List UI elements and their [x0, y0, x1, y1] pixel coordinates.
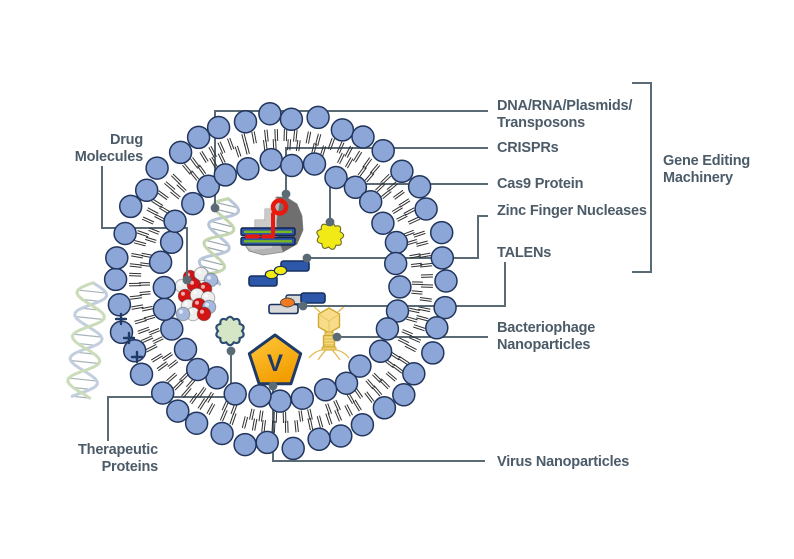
leader-lines — [101, 110, 506, 462]
label-gene-editing-machinery: Gene Editing Machinery — [663, 153, 751, 186]
free-dna-helix-icon — [66, 281, 109, 400]
gene-editing-bracket — [632, 82, 652, 273]
label-dna-rna-plasmids-transposons: DNA/RNA/Plasmids/ Transposons — [497, 98, 633, 131]
label-cas9-protein: Cas9 Protein — [497, 176, 584, 192]
leader-dots — [182, 189, 342, 391]
therapeutic-protein-icon — [215, 315, 245, 347]
label-bacteriophage-nanoparticles: Bacteriophage Nanoparticles — [497, 320, 596, 353]
virus-nanoparticle-icon: V — [247, 333, 303, 386]
lipid-heads — [103, 101, 458, 461]
label-talens: TALENs — [497, 245, 552, 261]
label-zinc-finger-nucleases: Zinc Finger Nucleases — [497, 203, 647, 219]
liposome-membrane — [103, 101, 458, 461]
bacteriophage-icon — [308, 304, 350, 361]
virus-letter: V — [267, 350, 283, 377]
leader-talens — [303, 262, 506, 307]
label-drug-molecules: Drug Molecules — [74, 132, 144, 165]
talen-icon — [268, 292, 326, 315]
cas9-protein-icon — [316, 221, 345, 250]
leader-crisprs — [285, 147, 488, 194]
crispr-target-dna-icon — [240, 227, 296, 246]
zinc-finger-nuclease-icon — [248, 260, 310, 287]
label-therapeutic-proteins: Therapeutic Proteins — [78, 442, 158, 475]
drug-molecule-icon — [174, 266, 219, 322]
lipid-tails — [128, 128, 434, 433]
label-crisprs: CRISPRs — [497, 140, 559, 156]
guide-rna-icon — [245, 198, 289, 239]
crispr-complex-icon — [240, 196, 304, 256]
leader-drug — [101, 166, 188, 280]
leader-virus — [272, 386, 485, 462]
positive-charge-icon — [114, 312, 144, 364]
label-virus-nanoparticles: Virus Nanoparticles — [497, 454, 630, 470]
